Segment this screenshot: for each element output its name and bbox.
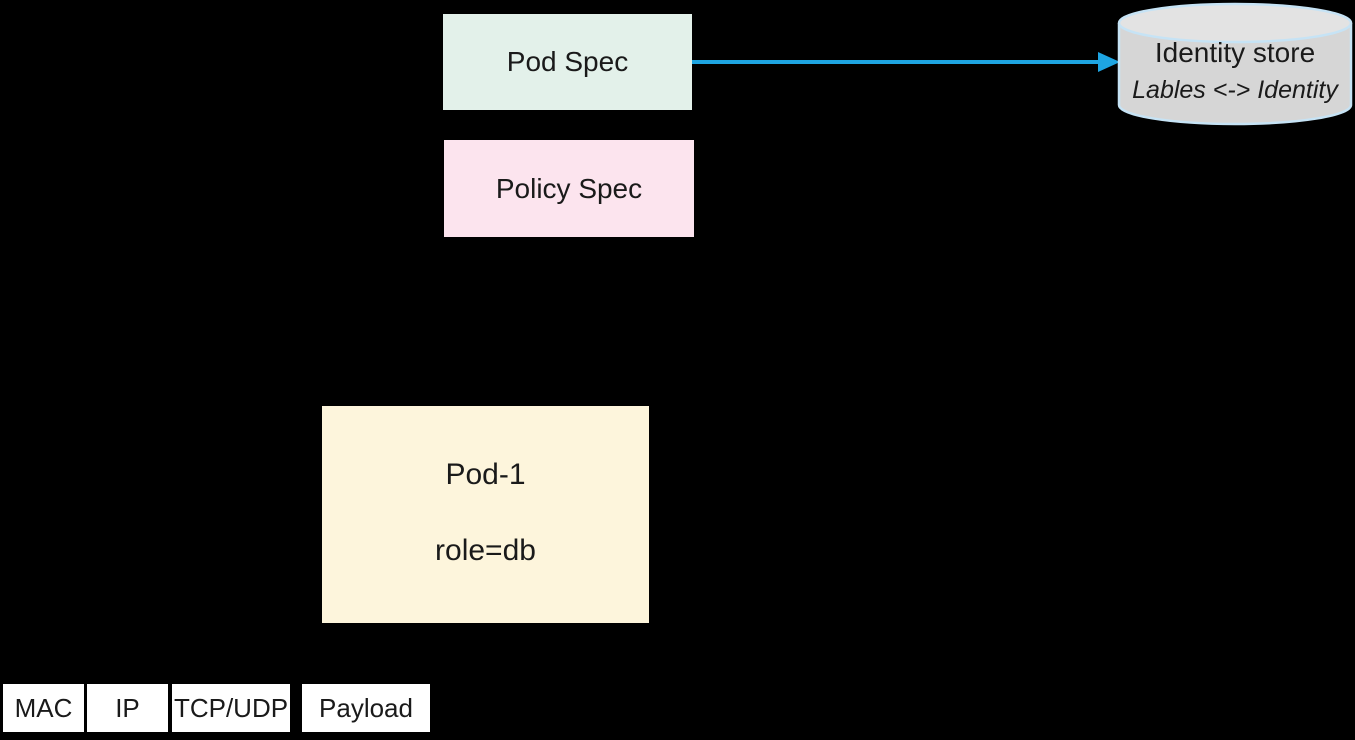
pod1-title: Pod-1 bbox=[445, 458, 526, 491]
packet-field-ip-label: IP bbox=[115, 692, 140, 723]
pod-spec-box: Pod Spec bbox=[443, 14, 692, 110]
packet-field-payload-label: Payload bbox=[319, 692, 413, 723]
policy-spec-label: Policy Spec bbox=[495, 172, 643, 204]
pod-spec-to-identity-store-arrow bbox=[692, 52, 1120, 72]
pod-spec-label: Pod Spec bbox=[506, 46, 629, 77]
packet-field-tcpudp-label: TCP/UDP bbox=[173, 692, 289, 723]
packet-field-mac: MAC bbox=[3, 684, 84, 732]
identity-store-cylinder: Identity store Lables <-> Identity bbox=[1115, 1, 1355, 129]
policy-spec-box: Policy Spec bbox=[444, 140, 694, 237]
identity-store-title: Identity store bbox=[1154, 37, 1316, 68]
pod1-box: Pod-1 role=db bbox=[322, 406, 649, 623]
packet-field-payload: Payload bbox=[302, 684, 430, 732]
database-cylinder-icon bbox=[1117, 2, 1353, 126]
packet-field-mac-label: MAC bbox=[14, 692, 73, 723]
packet-field-ip: IP bbox=[87, 684, 168, 732]
pod1-role-label: role=db bbox=[435, 534, 536, 567]
arrowhead-icon bbox=[1098, 52, 1120, 72]
identity-store-subtitle: Lables <-> Identity bbox=[1132, 76, 1338, 104]
packet-field-tcpudp: TCP/UDP bbox=[172, 684, 290, 732]
